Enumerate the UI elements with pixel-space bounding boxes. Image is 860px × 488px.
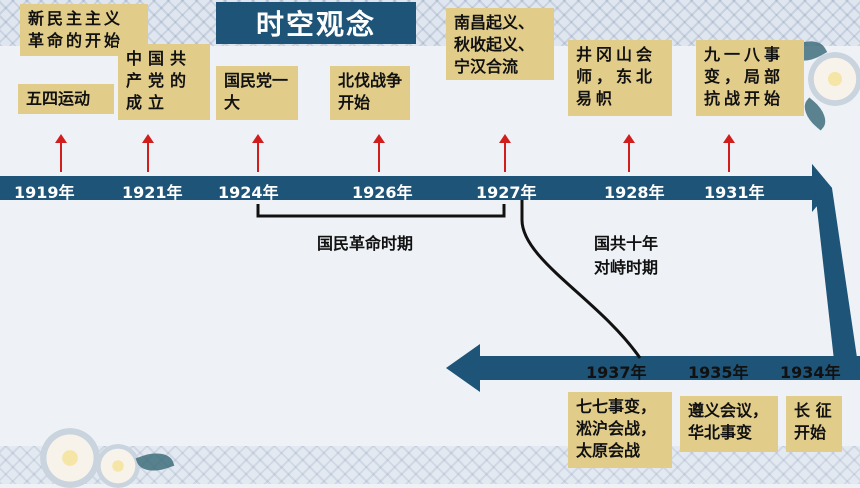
- flower-decoration: [40, 428, 100, 488]
- event-card-july-7: 七七事变，淞沪会战，太原会战: [568, 392, 672, 468]
- event-card-1927-uprisings: 南昌起义、秋收起义、宁汉合流: [446, 8, 554, 80]
- year-label-1935: 1935年: [688, 363, 749, 382]
- period-bracket-national-revolution: [256, 204, 506, 218]
- event-arrow-1927: [499, 134, 511, 172]
- period-label-national-revolution: 国民革命时期: [316, 234, 413, 253]
- event-arrow-1931: [723, 134, 735, 172]
- year-label-1919: 1919年: [14, 183, 75, 202]
- event-arrow-1921: [142, 134, 154, 172]
- year-label-1934: 1934年: [780, 363, 841, 382]
- year-label-1931: 1931年: [704, 183, 765, 202]
- year-label-1926: 1926年: [352, 183, 413, 202]
- event-arrow-1919: [55, 134, 67, 172]
- year-label-1937: 1937年: [586, 363, 647, 382]
- period-label-ten-years: 国共十年 对峙时期: [578, 232, 674, 280]
- year-label-1927: 1927年: [476, 183, 537, 202]
- event-card-may-fourth: 五四运动: [18, 84, 114, 114]
- top-timeline-bar: [0, 164, 832, 212]
- event-card-september-18: 九一八事变，局部抗战开始: [696, 40, 804, 116]
- year-label-1921: 1921年: [122, 183, 183, 202]
- event-arrow-1924: [252, 134, 264, 172]
- year-label-1924: 1924年: [218, 183, 279, 202]
- event-card-northern-expedition: 北伐战争开始: [330, 66, 410, 120]
- event-arrow-1928: [623, 134, 635, 172]
- period-bracket-ten-years: [520, 200, 642, 359]
- event-card-jinggangshan: 井冈山会师，东北易帜: [568, 40, 672, 116]
- flower-decoration: [808, 52, 860, 106]
- flower-decoration: [96, 444, 140, 488]
- bottom-timeline-bar: [446, 344, 860, 392]
- event-card-new-democratic-revolution: 新民主主义革命的开始: [20, 4, 148, 56]
- event-card-long-march: 长 征开始: [786, 396, 842, 452]
- event-arrow-1926: [373, 134, 385, 172]
- period-label-ten-years-line1: 国共十年: [593, 234, 658, 253]
- page-title: 时空观念: [216, 2, 416, 44]
- timeline-connector: [812, 164, 860, 378]
- event-card-zunyi: 遵义会议，华北事变: [680, 396, 778, 452]
- event-card-cpc-founding: 中国共产党的成立: [118, 44, 210, 120]
- period-label-ten-years-line2: 对峙时期: [593, 258, 658, 277]
- event-card-kmt-congress: 国民党一大: [216, 66, 298, 120]
- year-label-1928: 1928年: [604, 183, 665, 202]
